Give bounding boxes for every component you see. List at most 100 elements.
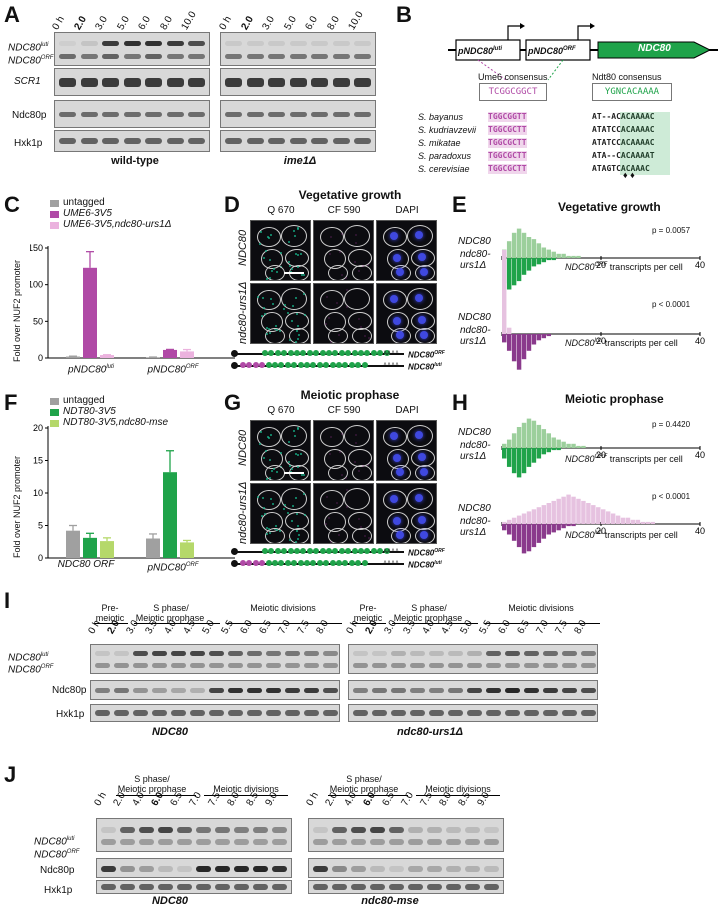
panelG-col-1: CF 590 [327, 405, 361, 416]
spot [345, 505, 348, 508]
band-hxk1p [505, 710, 520, 716]
spot [295, 541, 298, 543]
spot [257, 496, 260, 499]
band-ndc80p [120, 866, 135, 872]
nucleus [390, 295, 398, 303]
panelI-s2-tp-9: 6.5 [515, 618, 532, 636]
panelH-title: Meiotic prophase [565, 392, 664, 406]
cell-outline [320, 227, 344, 247]
hist-bar [635, 519, 641, 524]
panelI-row-orf: NDC80ORF [8, 664, 54, 676]
spot [286, 312, 289, 315]
panelI-phase1-s1: Pre- [101, 603, 119, 613]
panelD-probe [297, 362, 304, 368]
panelF-ylabel: Fold over NUF2 promoter [12, 455, 22, 558]
spot [275, 470, 278, 473]
panelA-ime1-tp-3: 5.0 [281, 14, 299, 33]
band-orf [562, 663, 577, 668]
band-orf [486, 663, 501, 668]
nucleus [393, 317, 401, 325]
panelG-scalebar [284, 472, 304, 474]
panelG-probe [297, 560, 304, 566]
panelE-axis1: NDC80ORF transcripts per cell [565, 262, 683, 272]
hist-bar [541, 448, 547, 455]
panelG-col-2: DAPI [395, 405, 419, 416]
panelG-img-r0c2 [376, 420, 437, 481]
panelG-polyA-0: AAAA [383, 549, 400, 555]
spot [325, 296, 328, 299]
band-scr1 [166, 78, 184, 87]
panelI-s1-tp-9: 6.5 [257, 618, 274, 636]
panelH-row1-bot2: urs1Δ [460, 451, 487, 462]
band-luti [429, 651, 444, 656]
panelG-probe [364, 548, 371, 554]
band-ndc80p [370, 866, 385, 872]
band-hxk1p [120, 884, 135, 890]
panelH-row2-bot2: urs1Δ [460, 527, 487, 538]
spot [325, 496, 328, 499]
panelD-scalebar [284, 272, 304, 274]
spot [291, 505, 294, 508]
hist-bar [526, 511, 532, 524]
panelD-polyA-0: AAAA [383, 351, 400, 357]
band-luti [370, 827, 385, 833]
legend-swatch-0 [50, 398, 59, 405]
panelG-probe [281, 548, 288, 554]
hist-bar [531, 524, 537, 548]
panelD-label-0: NDC80ORF [408, 350, 445, 360]
band-orf [246, 54, 264, 59]
panelD-probe [294, 350, 300, 356]
panelA-row-scr1: SCR1 [14, 76, 41, 87]
band-hxk1p [234, 884, 249, 890]
panelG-img-r0c1 [313, 420, 374, 481]
panelD-probe [355, 362, 362, 368]
band-luti [372, 651, 387, 656]
band-ndc80p [484, 866, 499, 872]
band-hxk1p [95, 710, 110, 716]
band-ndc80p [289, 112, 307, 117]
band-ndc80p [190, 688, 205, 693]
panel-label-i: I [4, 588, 11, 613]
cell-outline [328, 328, 348, 343]
band-luti [448, 651, 463, 656]
band-hxk1p [467, 710, 482, 716]
hist-bar [502, 521, 507, 524]
band-luti [354, 41, 371, 46]
panelJ-bar1-s1 [116, 795, 196, 796]
panelA-ime1-tp-5: 8.0 [324, 14, 342, 33]
panelA-strain-ime1: ime1Δ [283, 155, 317, 167]
panelA-ime1-tp-2: 3.0 [260, 14, 277, 33]
panelG-probe [272, 560, 278, 566]
panelD-probe [268, 350, 275, 356]
spot [345, 305, 348, 308]
cell-outline [391, 265, 411, 280]
spot [297, 454, 300, 457]
spot [341, 232, 343, 235]
hist-bar [536, 258, 542, 265]
hist-bar [526, 334, 532, 351]
panelF-cat1: NDC80 ORF [57, 559, 115, 570]
panelI-s1-tp-8: 6.0 [238, 618, 255, 636]
hist-bar [516, 524, 522, 548]
spot [363, 334, 366, 337]
y-tick-label: 100 [30, 280, 43, 290]
band-ndc80p [429, 688, 444, 693]
hist-bar [561, 253, 566, 258]
band-luti [133, 651, 148, 656]
panelA-wt-tp-1: 2.0 [71, 14, 89, 33]
panelD-probe [262, 350, 268, 356]
cell-outline [352, 328, 372, 343]
hist-bar [551, 500, 556, 524]
band-hxk1p [59, 138, 76, 144]
band-ndc80p [209, 688, 224, 693]
band-ndc80p [95, 688, 110, 693]
band-hxk1p [410, 710, 425, 716]
spot [279, 529, 282, 532]
x-tick-label: 20 [596, 526, 606, 536]
band-ndc80p [410, 688, 425, 693]
band-hxk1p [253, 884, 268, 890]
hist-bar [546, 448, 551, 453]
spot [345, 489, 348, 492]
band-orf [313, 839, 328, 845]
spot [335, 501, 338, 504]
